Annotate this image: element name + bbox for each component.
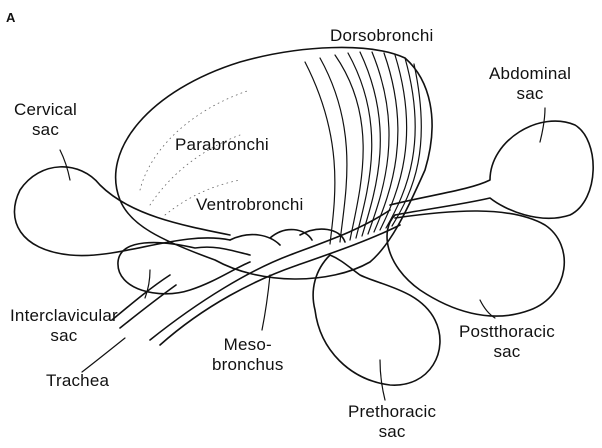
leader-cervical — [60, 150, 70, 180]
interclavicular-sac — [118, 243, 250, 294]
label-ventrobronchi: Ventrobronchi — [196, 195, 304, 215]
lung-outline — [116, 47, 432, 279]
ventrobronchi-loops — [230, 229, 345, 245]
label-mesobronchus: Meso-bronchus — [212, 335, 284, 375]
leader-interclavicular — [145, 270, 150, 298]
postthoracic-sac — [387, 211, 564, 316]
label-parabronchi: Parabronchi — [175, 135, 269, 155]
label-trachea: Trachea — [46, 371, 109, 391]
prethoracic-sac — [313, 255, 440, 385]
leader-prethoracic — [380, 360, 385, 400]
leader-abdominal — [540, 108, 545, 142]
abdominal-sac — [390, 121, 593, 218]
trachea-line — [112, 275, 170, 320]
leader-mesobronchus — [262, 275, 270, 330]
mesobronchus-tube-lower — [160, 225, 400, 345]
label-dorsobronchi: Dorsobronchi — [330, 26, 434, 46]
